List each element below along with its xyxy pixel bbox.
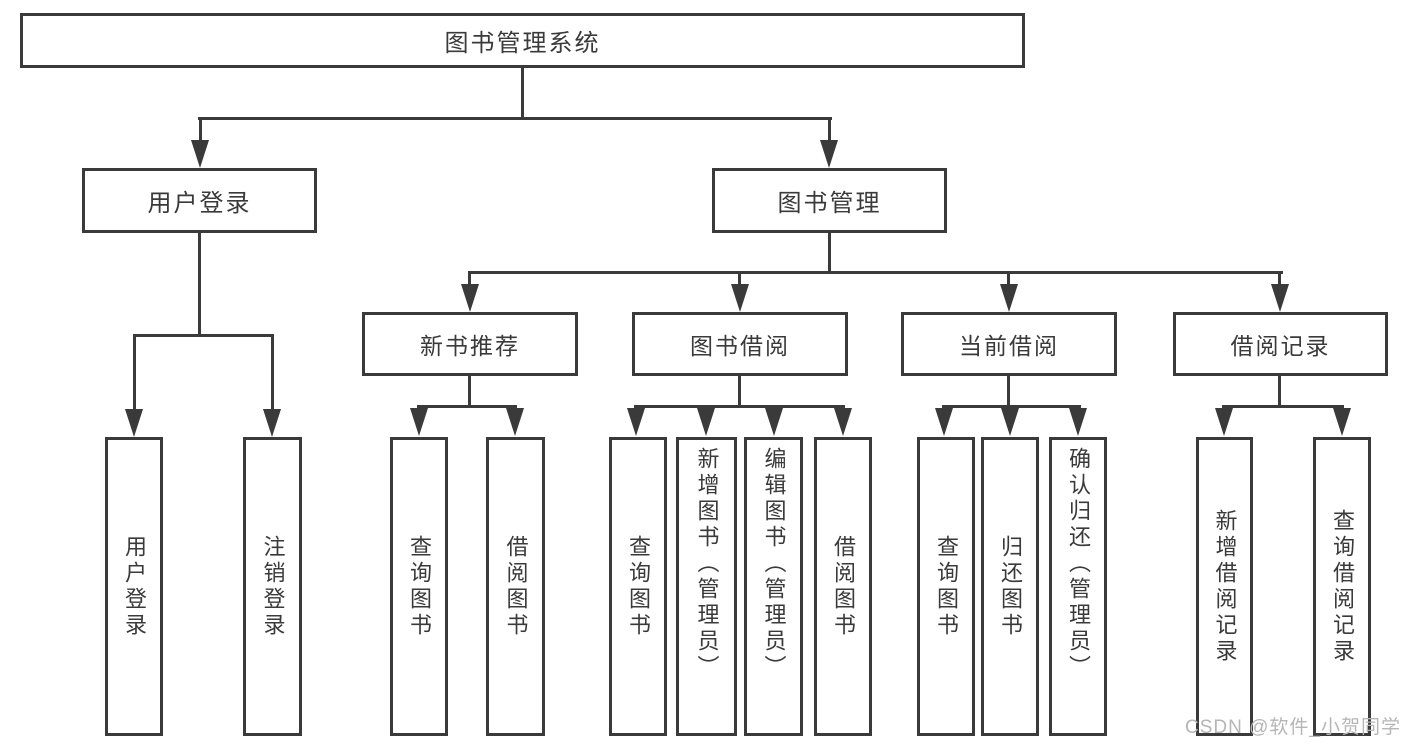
leaf-recommend-borrow-books: 借阅图书 [486, 437, 545, 736]
arrowhead-icon [731, 284, 749, 312]
arrowhead-icon [461, 284, 479, 312]
connector-line [738, 271, 741, 286]
leaf-records-query-record: 查询借阅记录 [1313, 437, 1371, 736]
connector-line [417, 405, 517, 408]
connector-line [198, 117, 832, 120]
arrowhead-icon [627, 408, 645, 436]
arrowhead-icon [125, 409, 143, 437]
leaf-records-add-record: 新增借阅记录 [1196, 437, 1253, 736]
node-book-mgmt: 图书管理 [712, 168, 947, 233]
connector-line [828, 117, 831, 142]
arrowhead-icon [1000, 284, 1018, 312]
connector-line [468, 271, 1283, 274]
arrowhead-icon [935, 408, 953, 436]
connector-line [199, 117, 202, 142]
node-user-login-label: 用户登录 [147, 190, 252, 217]
leaf-current-confirm-return-admin-label: 确认归还（管理员） [1066, 447, 1091, 681]
leaf-logout-login: 注销登录 [243, 437, 302, 736]
connector-line [1278, 271, 1281, 286]
connector-line [198, 233, 201, 336]
arrowhead-icon [834, 408, 852, 436]
leaf-records-query-record-label: 查询借阅记录 [1330, 508, 1355, 665]
csdn-watermark: CSDN @软件_小贺同学 [1185, 717, 1401, 738]
connector-line [521, 68, 524, 118]
connector-line [1007, 376, 1010, 407]
arrowhead-icon [1001, 408, 1019, 436]
arrowhead-icon [820, 140, 838, 168]
arrowhead-icon [1333, 408, 1351, 436]
connector-line [271, 334, 274, 411]
leaf-current-confirm-return-admin: 确认归还（管理员） [1049, 437, 1107, 736]
node-current-borrow-label: 当前借阅 [959, 333, 1059, 359]
leaf-borrow-borrow-books: 借阅图书 [814, 437, 872, 736]
node-user-login: 用户登录 [82, 168, 317, 233]
leaf-recommend-query-books-label: 查询图书 [407, 534, 432, 639]
leaf-borrow-query-books: 查询图书 [609, 437, 667, 736]
node-new-book-recommend-label: 新书推荐 [420, 333, 520, 359]
leaf-user-login-label: 用户登录 [122, 534, 147, 639]
connector-line [1278, 376, 1281, 407]
leaf-current-return-books-label: 归还图书 [998, 534, 1023, 639]
leaf-borrow-edit-books-admin: 编辑图书（管理员） [744, 437, 803, 736]
node-book-borrow: 图书借阅 [632, 312, 848, 376]
leaf-records-add-record-label: 新增借阅记录 [1212, 508, 1238, 665]
connector-line [634, 405, 845, 408]
connector-line [133, 334, 136, 411]
leaf-current-query-books: 查询图书 [917, 437, 975, 736]
arrowhead-icon [697, 408, 715, 436]
node-current-borrow: 当前借阅 [901, 312, 1117, 376]
node-new-book-recommend: 新书推荐 [362, 312, 578, 376]
connector-line [942, 405, 1081, 408]
arrowhead-icon [1215, 408, 1233, 436]
arrowhead-icon [191, 140, 209, 168]
connector-line [468, 376, 471, 407]
leaf-borrow-edit-books-admin-label: 编辑图书（管理员） [761, 447, 787, 681]
connector-line [1222, 405, 1344, 408]
arrowhead-icon [263, 409, 281, 437]
arrowhead-icon [1069, 408, 1087, 436]
arrowhead-icon [765, 408, 783, 436]
node-borrow-records-label: 借阅记录 [1230, 333, 1331, 359]
node-book-borrow-label: 图书借阅 [690, 333, 790, 359]
node-book-mgmt-label: 图书管理 [777, 190, 882, 217]
leaf-borrow-borrow-books-label: 借阅图书 [831, 534, 856, 639]
leaf-borrow-add-books-admin: 新增图书（管理员） [676, 437, 737, 736]
arrowhead-icon [506, 408, 524, 436]
connector-line [133, 334, 274, 337]
leaf-current-return-books: 归还图书 [981, 437, 1039, 736]
connector-line [468, 271, 471, 286]
root-node-label: 图书管理系统 [444, 30, 601, 57]
leaf-recommend-borrow-books-label: 借阅图书 [503, 534, 529, 639]
connector-line [738, 376, 741, 407]
leaf-current-query-books-label: 查询图书 [934, 534, 959, 639]
leaf-user-login: 用户登录 [105, 437, 163, 736]
leaf-recommend-query-books: 查询图书 [390, 437, 448, 736]
arrowhead-icon [1271, 284, 1289, 312]
arrowhead-icon [410, 408, 428, 436]
node-borrow-records: 借阅记录 [1173, 312, 1388, 376]
connector-line [1007, 271, 1010, 286]
root-node: 图书管理系统 [20, 13, 1025, 68]
leaf-borrow-query-books-label: 查询图书 [626, 534, 651, 639]
leaf-logout-login-label: 注销登录 [260, 534, 286, 639]
connector-line [828, 233, 831, 274]
leaf-borrow-add-books-admin-label: 新增图书（管理员） [694, 447, 720, 681]
